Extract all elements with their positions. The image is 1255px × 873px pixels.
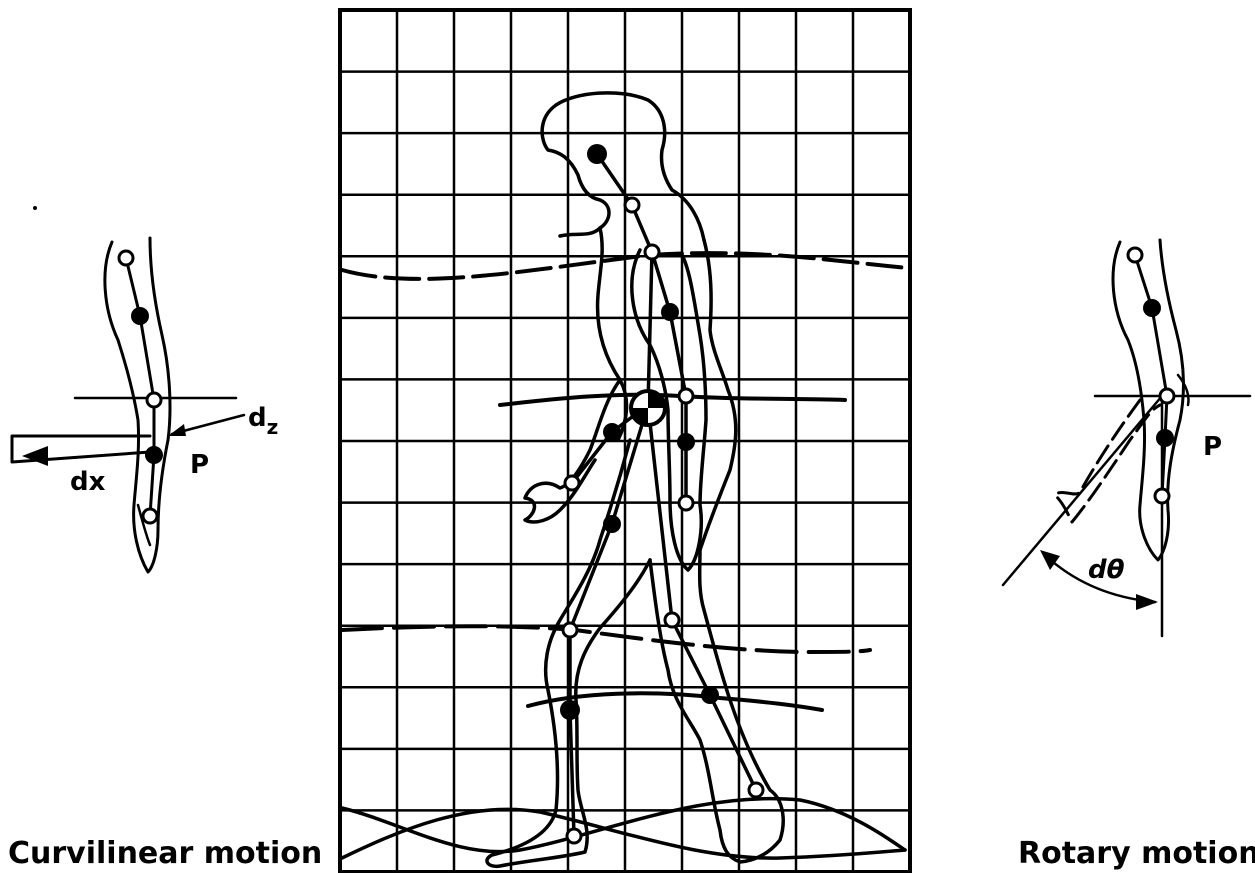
speck <box>33 206 37 210</box>
wrist-joint <box>679 496 693 510</box>
walking-figure-grid-panel <box>340 10 910 872</box>
p-label-right: P <box>1203 432 1222 462</box>
right-elbow-joint <box>1160 389 1174 403</box>
thigh-mass-center <box>603 515 621 533</box>
rotary-motion-arm: P dθ <box>1003 240 1250 636</box>
forearm-mass-center <box>677 433 695 451</box>
dx-label: dx <box>70 467 106 497</box>
dtheta-label: dθ <box>1088 555 1125 585</box>
near-ankle-joint <box>749 783 763 797</box>
neck-joint <box>625 198 639 212</box>
left-wrist-joint <box>143 509 157 523</box>
right-wrist-joint <box>1155 489 1169 503</box>
dz-label: dz <box>248 403 278 439</box>
far-ankle-joint <box>567 829 581 843</box>
right-shoulder-joint <box>1128 248 1142 262</box>
near-shank-mass-center <box>701 686 719 704</box>
shoulder-joint <box>645 245 659 259</box>
dtheta-arrow-end <box>1136 594 1158 610</box>
right-upperarm-mass-center <box>1143 299 1161 317</box>
near-knee-joint <box>665 613 679 627</box>
rotated-reference-line <box>1003 396 1162 585</box>
far-knee-joint <box>563 623 577 637</box>
p-label-left: P <box>190 450 209 480</box>
left-elbow-joint <box>147 393 161 407</box>
far-wrist-joint <box>565 476 579 490</box>
far-shank-mass-center <box>560 700 580 720</box>
caption-rotary-motion: Rotary motion <box>1018 836 1255 871</box>
dtheta-arrow-start <box>1040 550 1060 570</box>
left-shoulder-joint <box>119 251 133 265</box>
curvilinear-motion-arm: dz dx P <box>12 206 278 572</box>
elbow-joint <box>679 389 693 403</box>
head-mass-center <box>587 144 607 164</box>
right-forearm-point-p <box>1156 429 1174 447</box>
left-upperarm-mass-center <box>131 307 149 325</box>
caption-curvilinear-motion: Curvilinear motion <box>8 836 322 871</box>
far-forearm-mass-center <box>603 423 621 441</box>
left-forearm-point-p <box>145 446 163 464</box>
dx-arrow-head <box>22 446 48 466</box>
upper-arm-mass-center <box>661 303 679 321</box>
